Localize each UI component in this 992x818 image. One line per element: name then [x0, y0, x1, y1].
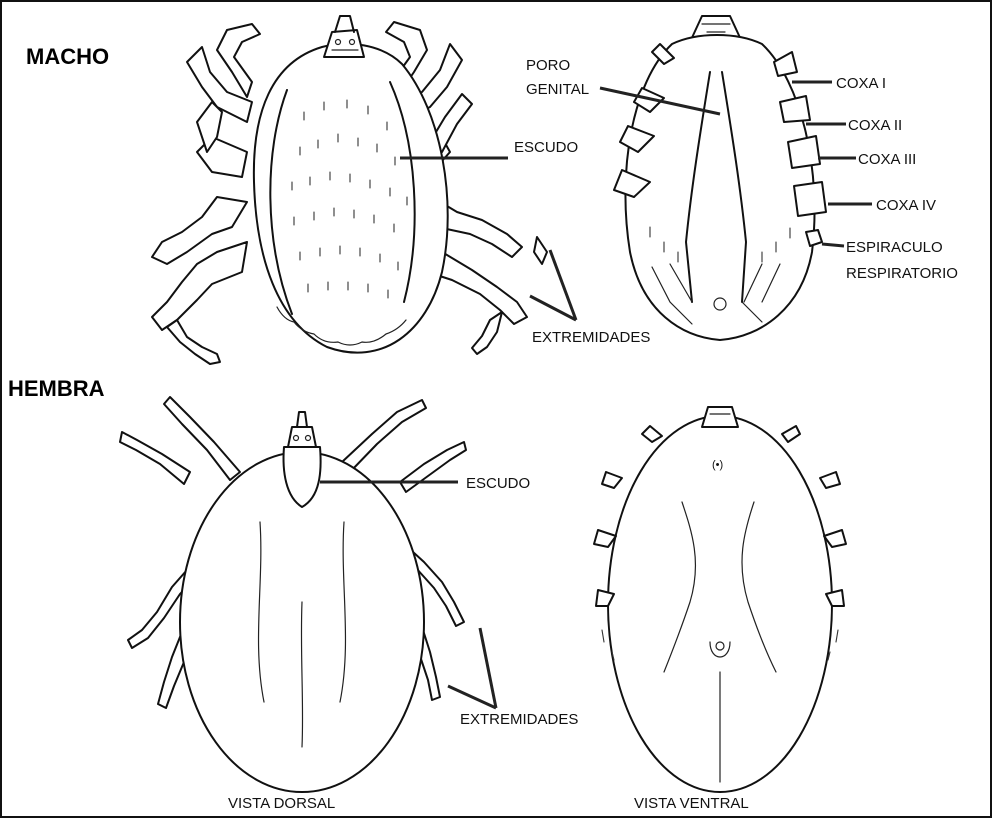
coxa-3-shape: [788, 136, 820, 168]
label-espiraculo-line2: RESPIRATORIO: [846, 265, 958, 282]
female-ventral-tick: (•): [594, 407, 846, 792]
label-escudo-male: ESCUDO: [514, 139, 578, 156]
label-poro-genital-line2: GENITAL: [526, 81, 589, 98]
male-dorsal-legs-left: [152, 24, 260, 364]
espiraculo-leader: [822, 244, 844, 246]
spiracle-shape: [806, 230, 822, 246]
label-extremidades-female: EXTREMIDADES: [460, 711, 578, 728]
label-coxa-3: COXA III: [858, 151, 916, 168]
male-dorsal-capitulum: [324, 16, 364, 57]
coxa-4-shape: [794, 182, 826, 216]
label-poro-genital-line1: PORO: [526, 57, 570, 74]
extremidades-female-leader-b: [448, 686, 496, 708]
label-extremidades-male: EXTREMIDADES: [532, 329, 650, 346]
extremidades-female-leader-a: [480, 628, 496, 708]
caption-vista-dorsal: VISTA DORSAL: [228, 795, 335, 812]
label-espiraculo-line1: ESPIRACULO: [846, 239, 943, 256]
female-ventral-capitulum: [702, 407, 738, 427]
caption-vista-ventral: VISTA VENTRAL: [634, 795, 749, 812]
female-dorsal-tick: [120, 397, 466, 792]
coxa-1-shape: [774, 52, 797, 76]
male-dorsal-body: [254, 44, 448, 353]
male-dorsal-tick: [152, 16, 547, 364]
male-ventral-body: [625, 35, 814, 340]
label-coxa-2: COXA II: [848, 117, 902, 134]
female-dorsal-capitulum: [288, 427, 316, 447]
male-ventral-tick: [614, 16, 826, 340]
label-coxa-1: COXA I: [836, 75, 886, 92]
genital-pore-mark: (•): [712, 459, 723, 471]
section-male-title: MACHO: [26, 44, 109, 69]
label-escudo-female: ESCUDO: [466, 475, 530, 492]
section-female-title: HEMBRA: [8, 376, 105, 401]
label-coxa-4: COXA IV: [876, 197, 936, 214]
